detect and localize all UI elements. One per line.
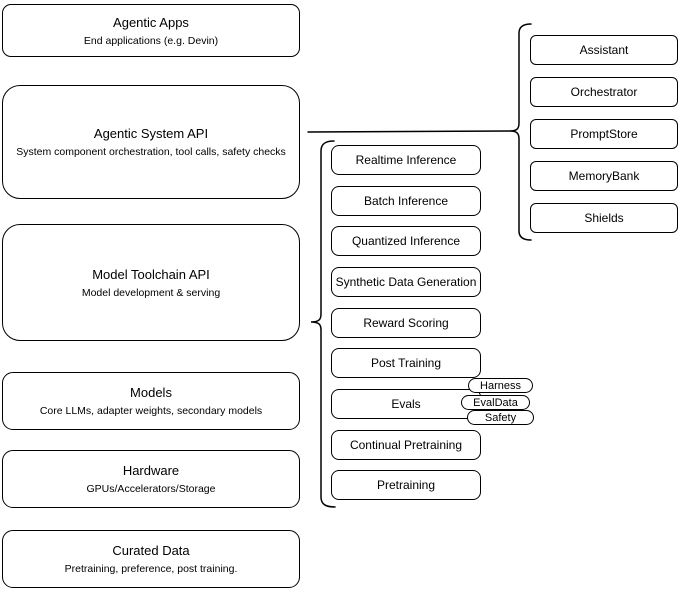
eval-tag-evaldata: EvalData xyxy=(461,395,530,410)
layer-curated-data: Curated Data Pretraining, preference, po… xyxy=(2,530,300,588)
toolchain-item-label: Quantized Inference xyxy=(351,234,461,248)
components-brace xyxy=(509,23,532,241)
eval-tag-harness: Harness xyxy=(468,378,533,393)
toolchain-item-label: Continual Pretraining xyxy=(349,438,463,452)
layer-title: Agentic System API xyxy=(93,126,209,141)
eval-tag-label: Safety xyxy=(484,411,517,424)
layer-title: Hardware xyxy=(122,463,180,478)
layer-title: Models xyxy=(130,385,172,400)
toolchain-item-label: Reward Scoring xyxy=(363,316,449,330)
component-label: MemoryBank xyxy=(568,169,640,183)
layer-subtitle: Pretraining, preference, post training. xyxy=(64,563,238,575)
component-memorybank: MemoryBank xyxy=(530,161,678,191)
layer-subtitle: Core LLMs, adapter weights, secondary mo… xyxy=(39,405,263,417)
toolchain-item-label: Pretraining xyxy=(376,478,436,492)
layer-hardware: Hardware GPUs/Accelerators/Storage xyxy=(2,450,300,508)
layer-model-toolchain-api: Model Toolchain API Model development & … xyxy=(2,224,300,341)
layer-agentic-system-api: Agentic System API System component orch… xyxy=(2,85,300,199)
layer-title: Agentic Apps xyxy=(113,14,189,30)
toolchain-item-realtime-inference: Realtime Inference xyxy=(331,145,481,175)
component-shields: Shields xyxy=(530,203,678,233)
eval-tag-label: Harness xyxy=(480,379,521,392)
layer-subtitle: End applications (e.g. Devin) xyxy=(83,34,219,47)
layer-title: Model Toolchain API xyxy=(92,266,210,282)
toolchain-item-label: Realtime Inference xyxy=(355,153,457,167)
component-label: Orchestrator xyxy=(570,85,638,99)
toolchain-item-quantized-inference: Quantized Inference xyxy=(331,226,481,256)
toolchain-item-continual-pretraining: Continual Pretraining xyxy=(331,430,481,460)
toolchain-item-reward-scoring: Reward Scoring xyxy=(331,308,481,338)
toolchain-item-synthetic-data-generation: Synthetic Data Generation xyxy=(331,267,481,297)
component-label: Shields xyxy=(584,211,624,225)
layer-subtitle: Model development & serving xyxy=(81,286,221,299)
component-orchestrator: Orchestrator xyxy=(530,77,678,107)
toolchain-item-label: Batch Inference xyxy=(363,194,449,208)
toolchain-item-label: Post Training xyxy=(370,356,442,370)
layer-models: Models Core LLMs, adapter weights, secon… xyxy=(2,372,300,430)
eval-tag-safety: Safety xyxy=(467,410,534,425)
component-promptstore: PromptStore xyxy=(530,119,678,149)
layer-title: Curated Data xyxy=(112,543,190,558)
eval-tag-label: EvalData xyxy=(473,396,518,409)
toolchain-item-label: Evals xyxy=(391,397,421,411)
component-label: Assistant xyxy=(579,43,629,57)
toolchain-item-pretraining: Pretraining xyxy=(331,470,481,500)
system-api-connector-line xyxy=(307,130,511,133)
layer-agentic-apps: Agentic Apps End applications (e.g. Devi… xyxy=(2,4,300,57)
layer-subtitle: System component orchestration, tool cal… xyxy=(16,146,286,158)
layer-subtitle: GPUs/Accelerators/Storage xyxy=(86,483,216,495)
toolchain-item-batch-inference: Batch Inference xyxy=(331,186,481,216)
toolchain-item-evals: Evals xyxy=(331,389,481,419)
toolchain-item-label: Synthetic Data Generation xyxy=(335,275,477,289)
component-assistant: Assistant xyxy=(530,35,678,65)
component-label: PromptStore xyxy=(570,127,638,141)
toolchain-item-post-training: Post Training xyxy=(331,348,481,378)
